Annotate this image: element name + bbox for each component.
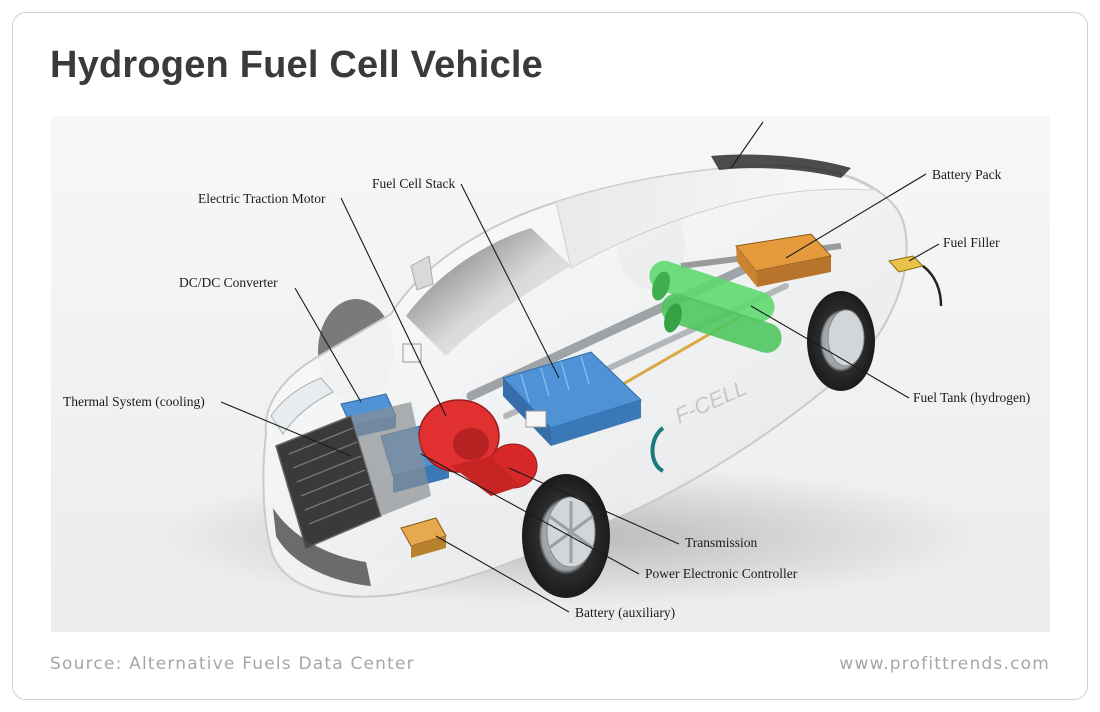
label-fuel-cell-stack: Fuel Cell Stack — [372, 176, 455, 191]
leader-transmission — [508, 467, 680, 545]
site-url: www.profittrends.com — [839, 654, 1050, 674]
coolant-reservoir — [525, 410, 547, 428]
leader-lines — [220, 121, 940, 613]
front-near-tire — [522, 474, 610, 598]
leader-battery-pack — [785, 173, 927, 259]
leader-power-electronic-controller — [420, 453, 640, 575]
side-mirror — [410, 255, 434, 291]
label-battery-auxiliary: Battery (auxiliary) — [575, 605, 675, 620]
coolant-reservoir-2 — [402, 343, 422, 363]
label-electric-traction-motor: Electric Traction Motor — [198, 191, 326, 206]
car-roof — [555, 165, 875, 269]
source-credit: Source: Alternative Fuels Data Center — [50, 654, 415, 674]
leader-thermal-system — [220, 401, 352, 457]
page-title: Hydrogen Fuel Cell Vehicle — [50, 44, 544, 86]
auxiliary-battery — [400, 517, 447, 558]
vehicle-diagram: F-CELL Electric Traction Motor Fuel Cell… — [51, 116, 1050, 632]
leader-antenna — [730, 121, 764, 169]
hydrogen-tanks — [649, 260, 782, 353]
label-battery-pack: Battery Pack — [932, 167, 1002, 182]
rear-spoiler — [711, 154, 851, 178]
leader-dcdc-converter — [294, 287, 362, 403]
front-grille — [273, 508, 371, 586]
label-fuel-filler: Fuel Filler — [943, 235, 1000, 250]
label-fuel-tank: Fuel Tank (hydrogen) — [913, 390, 1030, 405]
leader-battery-auxiliary — [435, 535, 570, 613]
headlight — [270, 377, 334, 435]
leader-fuel-cell-stack — [460, 183, 560, 379]
label-transmission: Transmission — [685, 535, 758, 550]
battery-pack — [735, 233, 832, 287]
fuel-cell-stack — [502, 351, 642, 446]
leader-electric-traction-motor — [340, 197, 447, 417]
label-dcdc-converter: DC/DC Converter — [179, 275, 278, 290]
traction-motor — [418, 399, 538, 496]
label-power-electronic-controller: Power Electronic Controller — [645, 566, 798, 581]
label-thermal-system: Thermal System (cooling) — [63, 394, 205, 409]
thermal-radiator — [275, 402, 431, 550]
rear-near-tire — [807, 291, 875, 391]
leader-fuel-tank — [750, 305, 910, 399]
windshield — [406, 228, 571, 356]
leader-fuel-filler — [908, 243, 940, 262]
fuel-filler-nozzle — [888, 255, 943, 307]
vehicle-illustration: F-CELL Electric Traction Motor Fuel Cell… — [51, 116, 1050, 632]
